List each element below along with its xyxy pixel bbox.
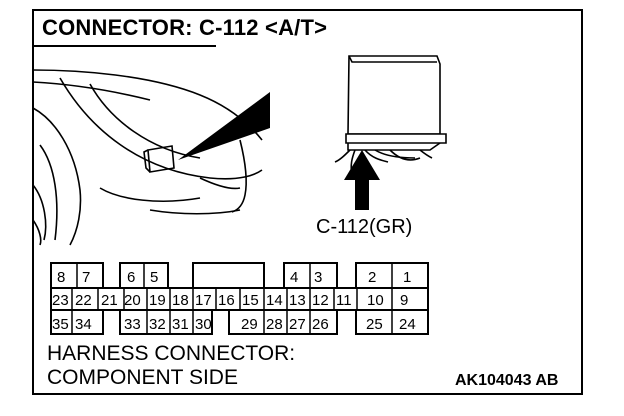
pin-9-label: 9 xyxy=(400,292,408,309)
pin-34-label: 34 xyxy=(75,316,92,333)
connector-label: C-112(GR) xyxy=(316,216,413,238)
pin-28-label: 28 xyxy=(266,316,283,333)
pin-15-label: 15 xyxy=(242,292,259,309)
pin-30-label: 30 xyxy=(195,316,212,333)
pin-11-label: 11 xyxy=(336,292,352,309)
pointer-wedge xyxy=(178,92,270,160)
dashboard-sketch xyxy=(32,69,263,246)
pin-2-label: 2 xyxy=(368,269,376,286)
pin-22-label: 22 xyxy=(75,292,92,309)
diagram-title: CONNECTOR: C-112 <A/T> xyxy=(42,15,328,40)
pin-16-label: 16 xyxy=(218,292,235,309)
pin-32-label: 32 xyxy=(149,316,166,333)
module-in-dash xyxy=(143,145,175,173)
pin-19-label: 19 xyxy=(149,292,166,309)
pin-12-label: 12 xyxy=(312,292,329,309)
control-unit xyxy=(334,55,447,176)
pin-4-label: 4 xyxy=(290,269,298,286)
figure-code: AK104043 AB xyxy=(455,372,559,389)
pin-1-label: 1 xyxy=(403,269,411,286)
pin-5-label: 5 xyxy=(150,269,158,286)
pin-14-label: 14 xyxy=(266,292,283,309)
up-arrow-icon xyxy=(344,150,380,210)
pin-6-label: 6 xyxy=(127,269,135,286)
pin-17-label: 17 xyxy=(195,292,212,309)
pin-3-label: 3 xyxy=(314,269,322,286)
pin-31-label: 31 xyxy=(172,316,189,333)
pin-23-label: 23 xyxy=(52,292,69,309)
pin-7-label: 7 xyxy=(82,269,90,286)
caption-line-2: COMPONENT SIDE xyxy=(47,366,238,389)
pin-20-label: 20 xyxy=(124,292,141,309)
caption-line-1: HARNESS CONNECTOR: xyxy=(47,342,296,365)
diagram-frame xyxy=(32,9,583,395)
pin-10-label: 10 xyxy=(367,292,384,309)
pin-29-label: 29 xyxy=(241,316,258,333)
pin-26-label: 26 xyxy=(312,316,329,333)
pin-13-label: 13 xyxy=(289,292,306,309)
pin-35-label: 35 xyxy=(52,316,69,333)
pin-18-label: 18 xyxy=(172,292,189,309)
pin-8-label: 8 xyxy=(57,269,65,286)
pin-21-label: 21 xyxy=(101,292,118,309)
pin-27-label: 27 xyxy=(289,316,306,333)
pin-33-label: 33 xyxy=(124,316,141,333)
pin-25-label: 25 xyxy=(366,316,383,333)
pin-24-label: 24 xyxy=(399,316,416,333)
